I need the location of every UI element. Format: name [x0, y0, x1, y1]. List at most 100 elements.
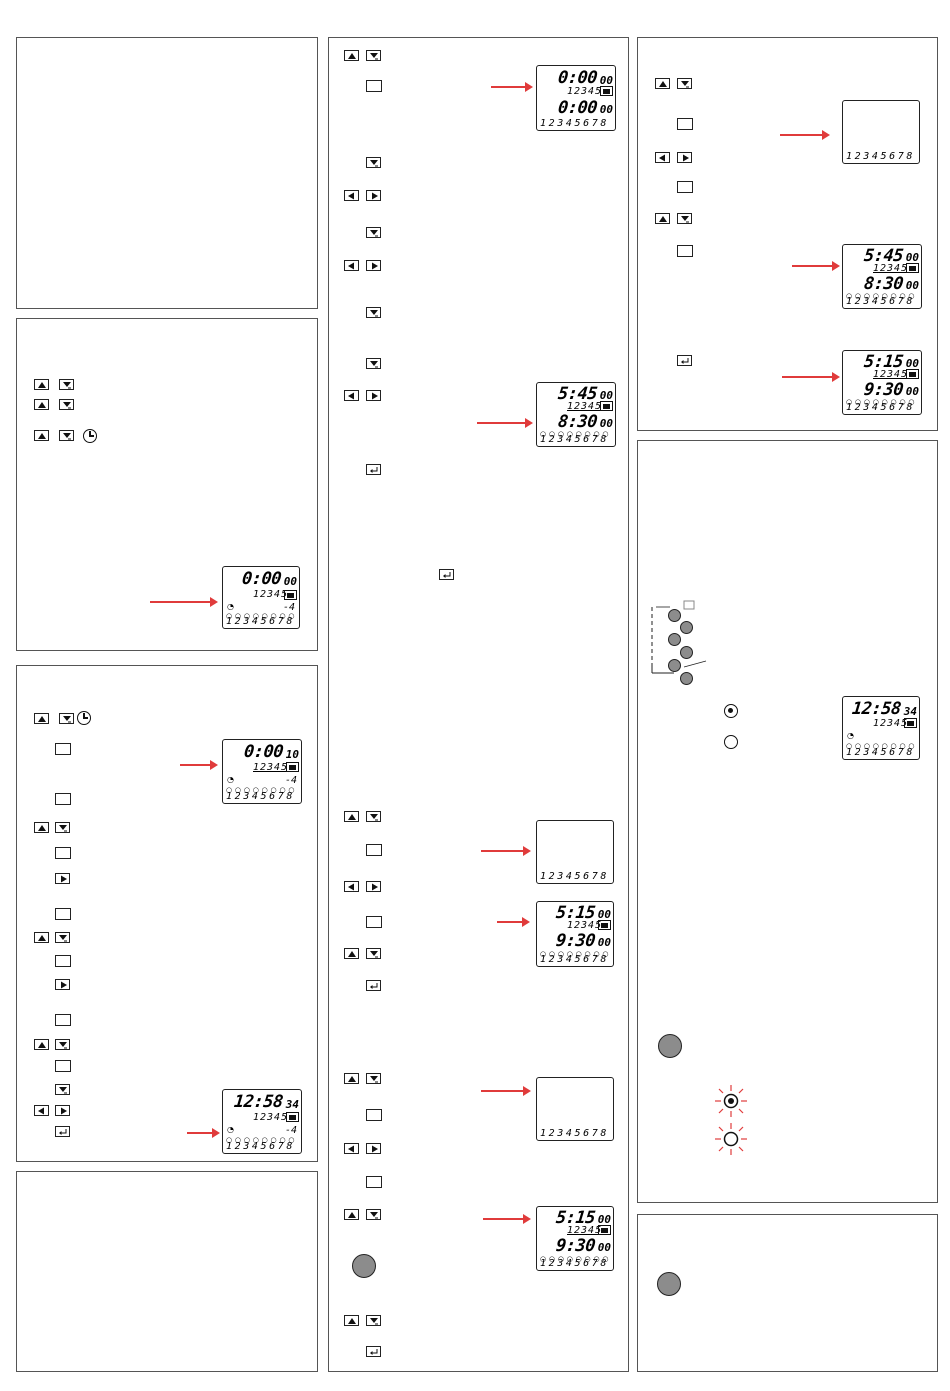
up-button[interactable]	[34, 430, 49, 441]
house-icon	[286, 762, 299, 772]
pointer-arrow	[497, 917, 530, 927]
left-button[interactable]	[344, 260, 359, 271]
up-button[interactable]	[34, 399, 49, 410]
down-button[interactable]	[55, 822, 70, 833]
pointer-arrow	[782, 372, 840, 382]
ok-button[interactable]	[677, 181, 693, 193]
up-button[interactable]	[344, 948, 359, 959]
lcd-display: 5:15 00 12345 9:30 00 ○○○○○○○○ 12345678	[536, 901, 614, 967]
ok-button[interactable]	[55, 1014, 71, 1026]
enter-button[interactable]	[439, 569, 454, 580]
up-button[interactable]	[655, 213, 670, 224]
down-button[interactable]	[366, 1209, 381, 1220]
down-button[interactable]	[55, 932, 70, 943]
down-button[interactable]	[366, 811, 381, 822]
left-button[interactable]	[344, 190, 359, 201]
clock-icon: ◔	[847, 731, 854, 740]
left-button[interactable]	[344, 881, 359, 892]
right-button[interactable]	[55, 1105, 70, 1116]
channel-indicators: ○○○○○○○○	[226, 1136, 298, 1144]
ok-button[interactable]	[55, 793, 71, 805]
pointer-arrow	[491, 82, 533, 92]
up-button[interactable]	[344, 1073, 359, 1084]
down-button[interactable]	[59, 713, 74, 724]
up-button[interactable]	[34, 1039, 49, 1050]
enter-button[interactable]	[55, 1126, 70, 1137]
enter-button[interactable]	[366, 980, 381, 991]
up-button[interactable]	[34, 379, 49, 390]
ok-button[interactable]	[55, 908, 71, 920]
ok-button[interactable]	[55, 1060, 71, 1072]
down-button[interactable]	[366, 307, 381, 318]
right-button[interactable]	[55, 873, 70, 884]
up-button[interactable]	[344, 1209, 359, 1220]
pointer-arrow	[180, 760, 218, 770]
ok-button[interactable]	[366, 1176, 382, 1188]
ok-button[interactable]	[55, 847, 71, 859]
down-button[interactable]	[366, 50, 381, 61]
channel-indicators: ○○○○○○○○	[540, 430, 612, 438]
clock-icon: ◔	[227, 602, 234, 611]
down-button[interactable]	[366, 157, 381, 168]
channel-indicators: ○○○○○○○○	[540, 950, 612, 958]
ok-button[interactable]	[55, 743, 71, 755]
down-button[interactable]	[677, 213, 692, 224]
right-button[interactable]	[366, 881, 381, 892]
reset-button[interactable]	[657, 1272, 681, 1296]
ok-button[interactable]	[677, 118, 693, 130]
right-button[interactable]	[366, 1143, 381, 1154]
enter-button[interactable]	[366, 464, 381, 475]
middle-program-panel: 0:00 00 12345 0:00 00 12345678 5:45 00 1…	[328, 37, 629, 1372]
down-button[interactable]	[366, 358, 381, 369]
channel-button[interactable]	[668, 609, 681, 622]
down-button[interactable]	[366, 948, 381, 959]
up-button[interactable]	[655, 78, 670, 89]
ok-button[interactable]	[366, 80, 382, 92]
ok-button[interactable]	[366, 844, 382, 856]
down-button[interactable]	[59, 379, 74, 390]
down-button[interactable]	[366, 1073, 381, 1084]
ok-button[interactable]	[366, 1109, 382, 1121]
up-button[interactable]	[344, 1315, 359, 1326]
manual-button[interactable]	[352, 1254, 376, 1278]
right-button[interactable]	[366, 190, 381, 201]
enter-button[interactable]	[366, 1346, 381, 1357]
left-button[interactable]	[655, 152, 670, 163]
down-button[interactable]	[366, 227, 381, 238]
channel-button[interactable]	[668, 659, 681, 672]
left-button[interactable]	[344, 1143, 359, 1154]
right-button[interactable]	[677, 152, 692, 163]
ok-button[interactable]	[55, 955, 71, 967]
lcd-display: 5:45 00 12345 8:30 00 ○○○○○○○○ 12345678	[842, 244, 922, 309]
manual-button[interactable]	[658, 1034, 682, 1058]
channel-indicators: ○○○○○○○○	[226, 612, 298, 620]
left-button[interactable]	[344, 390, 359, 401]
lcd-display: 12345678	[842, 100, 920, 164]
left-button[interactable]	[34, 1105, 49, 1116]
right-button[interactable]	[55, 979, 70, 990]
channel-button[interactable]	[680, 621, 693, 634]
right-button[interactable]	[366, 390, 381, 401]
down-button[interactable]	[59, 430, 74, 441]
ok-button[interactable]	[677, 245, 693, 257]
led-flashing-on-icon	[715, 1085, 747, 1117]
right-copy-panel: 12345678 5:45 00 12345 8:30 00 ○○○○○○○○ …	[637, 37, 938, 431]
enter-button[interactable]	[677, 355, 692, 366]
up-button[interactable]	[34, 932, 49, 943]
up-button[interactable]	[344, 50, 359, 61]
right-button[interactable]	[366, 260, 381, 271]
down-button[interactable]	[366, 1315, 381, 1326]
down-button[interactable]	[59, 399, 74, 410]
up-button[interactable]	[344, 811, 359, 822]
up-button[interactable]	[34, 822, 49, 833]
channel-button[interactable]	[680, 672, 693, 685]
down-button[interactable]	[677, 78, 692, 89]
down-button[interactable]	[55, 1084, 70, 1095]
channel-button[interactable]	[680, 646, 693, 659]
up-button[interactable]	[34, 713, 49, 724]
down-button[interactable]	[55, 1039, 70, 1050]
lcd-display: 5:45 00 12345 8:30 00 ○○○○○○○○ 12345678	[536, 382, 616, 447]
channel-button[interactable]	[668, 633, 681, 646]
lcd-display: 12:58 34 12345 ◔ -4 ○○○○○○○○ 12345678	[222, 1089, 302, 1154]
ok-button[interactable]	[366, 916, 382, 928]
